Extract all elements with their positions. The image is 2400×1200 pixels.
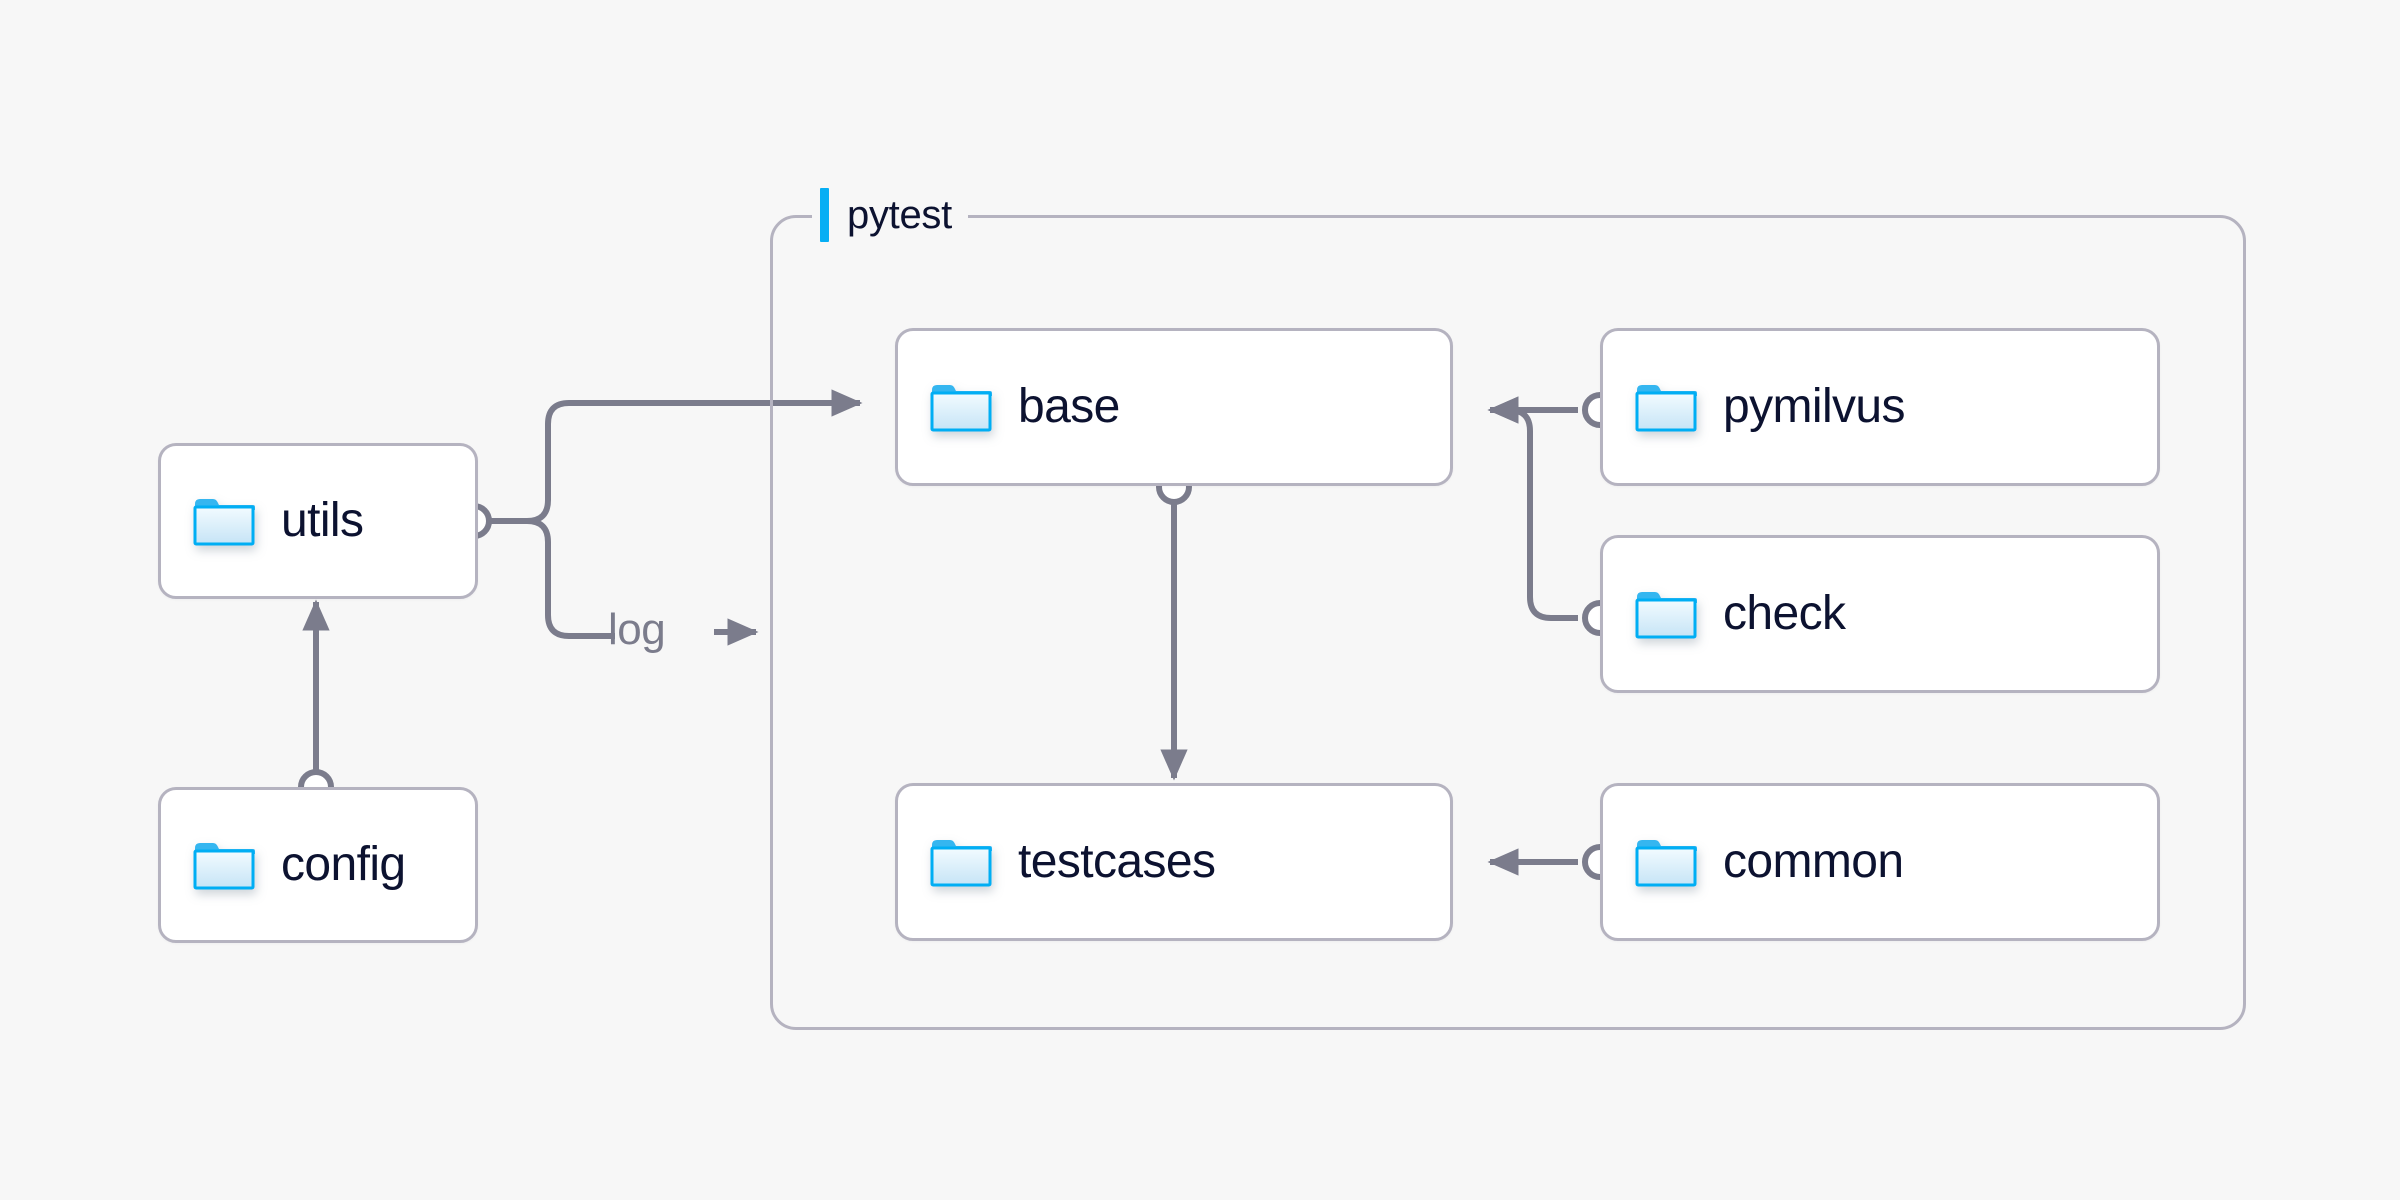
folder-icon xyxy=(930,840,992,887)
node-base[interactable]: base xyxy=(895,328,1453,486)
node-label: base xyxy=(1018,380,1120,433)
folder-icon xyxy=(193,499,255,546)
group-pytest[interactable] xyxy=(770,215,2246,1030)
node-config[interactable]: config xyxy=(158,787,478,943)
node-check[interactable]: check xyxy=(1600,535,2160,693)
node-label: check xyxy=(1723,587,1846,640)
node-label: config xyxy=(281,838,406,891)
node-label: common xyxy=(1723,835,1904,888)
group-pytest-label: pytest xyxy=(812,188,968,242)
node-testcases[interactable]: testcases xyxy=(895,783,1453,941)
folder-icon xyxy=(1635,840,1697,887)
folder-icon xyxy=(1635,592,1697,639)
group-title-text: pytest xyxy=(847,192,952,237)
node-label: testcases xyxy=(1018,835,1216,888)
folder-icon xyxy=(193,843,255,890)
folder-icon xyxy=(930,385,992,432)
node-pymilvus[interactable]: pymilvus xyxy=(1600,328,2160,486)
node-label: utils xyxy=(281,494,364,547)
edge-label-log: log xyxy=(608,605,666,654)
node-utils[interactable]: utils xyxy=(158,443,478,599)
folder-icon xyxy=(1635,385,1697,432)
accent-bar-icon xyxy=(820,188,829,242)
node-common[interactable]: common xyxy=(1600,783,2160,941)
node-label: pymilvus xyxy=(1723,380,1906,433)
